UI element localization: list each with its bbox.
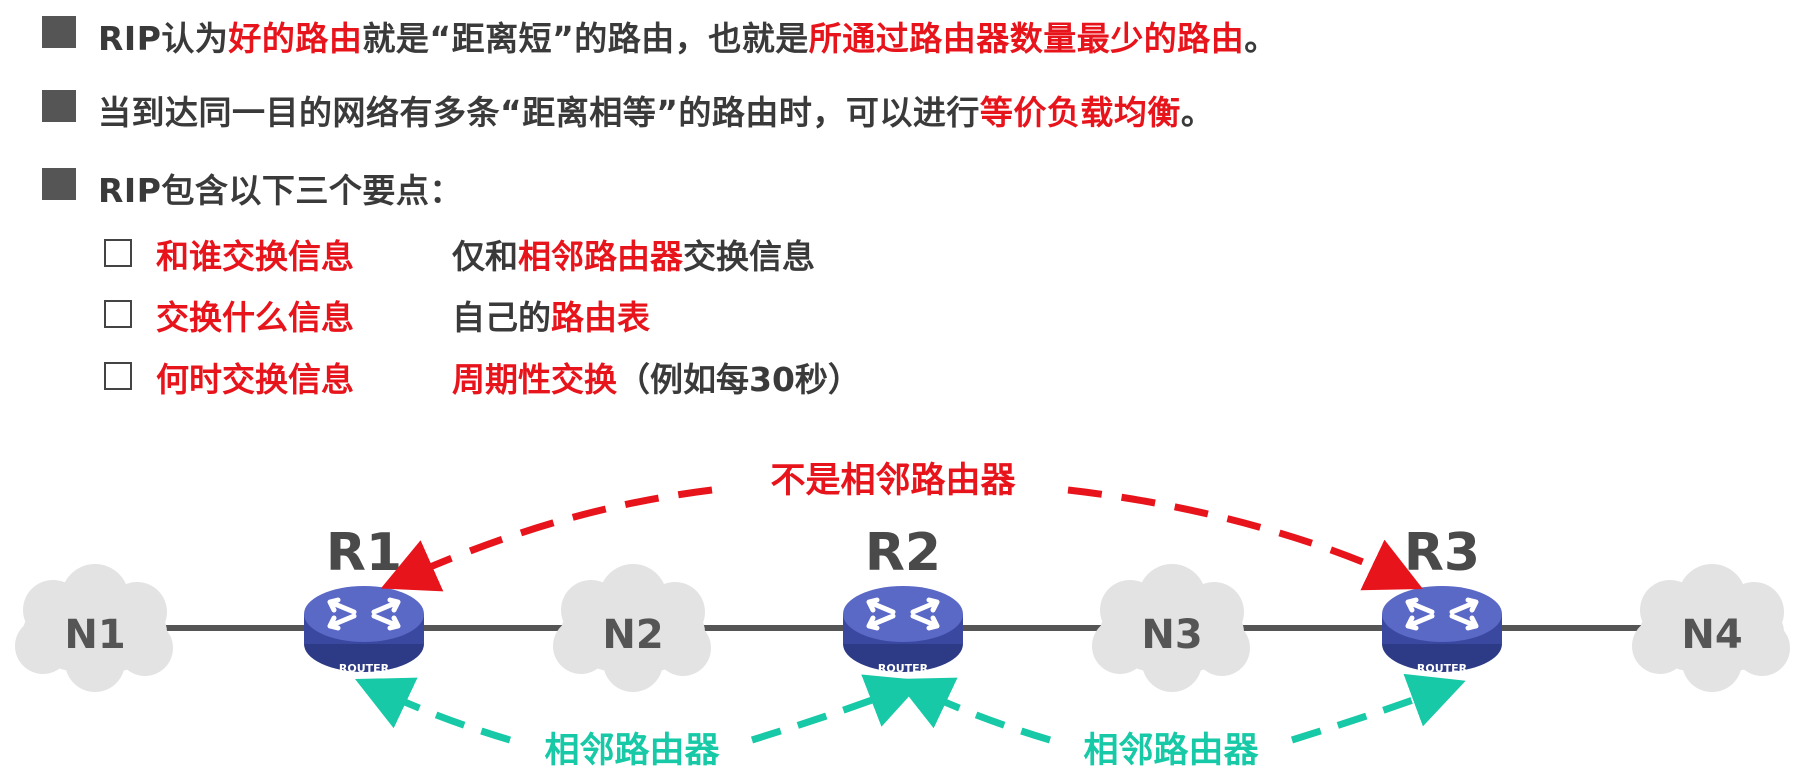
- router-r1-icon-text: ROUTER: [339, 662, 390, 675]
- body-text: 当到达同一目的网络有多条“距离相等”的路由时，可以进行: [98, 93, 980, 132]
- adjacent-label-1: 相邻路由器: [544, 731, 720, 771]
- body-text: 交换信息: [683, 237, 815, 276]
- router-r2-icon-text: ROUTER: [878, 662, 929, 675]
- sub-bullet-box: [104, 300, 132, 328]
- sub-bullet-box: [104, 362, 132, 390]
- highlight-text: 周期性交换: [452, 360, 617, 399]
- bullet-square: [42, 16, 76, 48]
- router-label-r1: R1: [326, 523, 402, 583]
- sub-value-3: 周期性交换（例如每30秒）: [452, 353, 861, 401]
- body-text: （例如每30秒）: [617, 360, 861, 399]
- network-label-n2: N2: [602, 612, 663, 658]
- sub-value-2: 自己的路由表: [452, 291, 650, 339]
- network-label-n3: N3: [1141, 612, 1202, 658]
- body-text: RIP包含以下三个要点：: [98, 171, 463, 210]
- bullet-square: [42, 90, 76, 122]
- sub-bullet-box: [104, 239, 132, 267]
- body-text: 。: [1180, 93, 1215, 132]
- not-adjacent-arrow-left: [380, 486, 713, 592]
- body-text: 自己的: [452, 298, 551, 337]
- router-r1-icon: [304, 586, 424, 672]
- highlight-text: 好的路由: [228, 19, 363, 58]
- highlight-text: 所通过路由器数量最少的路由: [808, 19, 1245, 58]
- highlight-text: 路由表: [551, 298, 650, 337]
- not-adjacent-arrow-right: [1067, 486, 1423, 591]
- sub-key-2: 交换什么信息: [156, 298, 354, 337]
- point-1: RIP认为好的路由就是“距离短”的路由，也就是所通过路由器数量最少的路由。: [98, 12, 1278, 60]
- adjacent-label-2: 相邻路由器: [1083, 731, 1259, 771]
- body-text: 就是“距离短”的路由，也就是: [362, 19, 809, 58]
- router-r3-icon-text: ROUTER: [1417, 662, 1468, 675]
- point-3: RIP包含以下三个要点：: [98, 164, 463, 212]
- sub-key-1: 和谁交换信息: [156, 237, 354, 276]
- highlight-text: 相邻路由器: [518, 237, 683, 276]
- sub-value-1: 仅和相邻路由器交换信息: [452, 230, 815, 278]
- bullet-square: [42, 168, 76, 200]
- adjacent-arrow-r1: [355, 677, 512, 744]
- network-label-n1: N1: [64, 612, 125, 658]
- adjacent-arrow-r2-left: [750, 674, 924, 744]
- router-r3-icon: [1382, 586, 1502, 672]
- highlight-text: 等价负载均衡: [979, 93, 1181, 132]
- point-2: 当到达同一目的网络有多条“距离相等”的路由时，可以进行等价负载均衡。: [98, 86, 1214, 134]
- adjacent-arrow-r3: [1290, 673, 1466, 744]
- sub-key-3: 何时交换信息: [156, 360, 354, 399]
- router-label-r2: R2: [865, 523, 941, 583]
- not-adjacent-label: 不是相邻路由器: [770, 461, 1016, 501]
- router-r2-icon: [843, 586, 963, 672]
- body-text: RIP认为: [98, 19, 229, 58]
- adjacent-arrow-r2-right: [895, 677, 1052, 744]
- router-label-r3: R3: [1404, 523, 1480, 583]
- network-label-n4: N4: [1681, 612, 1742, 658]
- body-text: 。: [1244, 19, 1278, 58]
- body-text: 仅和: [452, 237, 518, 276]
